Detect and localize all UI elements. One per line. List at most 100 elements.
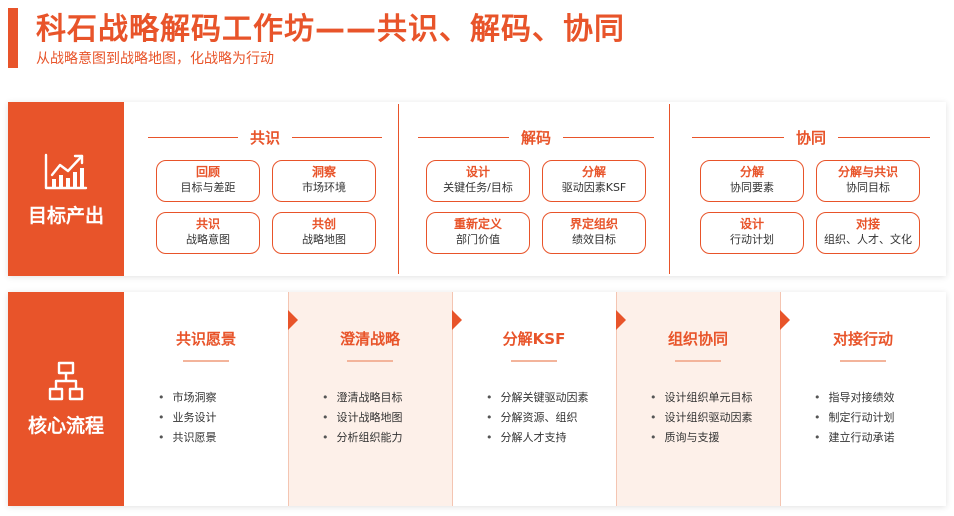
list-item: 澄清战略目标	[322, 388, 403, 408]
flow-step-list: 指导对接绩效 制定行动计划 建立行动承诺	[814, 388, 895, 448]
goal-box-sub: 绩效目标	[572, 233, 616, 246]
flow-step-list: 分解关键驱动因素 分解资源、组织 分解人才支持	[486, 388, 589, 448]
goal-box: 共识战略意图	[156, 212, 260, 254]
flow-step-underline	[675, 360, 721, 362]
goal-box-sub: 关键任务/目标	[443, 181, 513, 194]
column-heading-text: 解码	[521, 128, 552, 147]
goal-box-title: 共创	[311, 217, 336, 231]
flow-arrow-icon	[452, 310, 462, 330]
flow-step-2: 澄清战略 澄清战略目标 设计战略地图 分析组织能力	[288, 292, 452, 506]
goals-side-label: 目标产出	[27, 204, 104, 227]
goal-box: 分解驱动因素KSF	[542, 160, 646, 202]
goal-box: 对接组织、人才、文化	[816, 212, 920, 254]
heading-line	[148, 136, 238, 138]
list-item: 共识愿景	[158, 428, 217, 448]
goal-column-synergy: 协同 分解协同要素 分解与共识协同目标 设计行动计划 对接组织、人才、文化	[680, 102, 942, 276]
column-heading: 协同	[692, 128, 931, 147]
flow-separator	[616, 292, 617, 506]
goal-box-title: 对接	[855, 217, 880, 231]
heading-line	[838, 136, 931, 138]
goal-box: 洞察市场环境	[272, 160, 376, 202]
flow-side-panel: 核心流程	[8, 292, 124, 506]
goal-box-sub: 行动计划	[730, 233, 774, 246]
flow-side-label: 核心流程	[27, 414, 104, 437]
heading-line	[692, 136, 784, 138]
heading-line	[292, 136, 383, 138]
list-item: 质询与支援	[650, 428, 753, 448]
column-divider	[398, 104, 399, 274]
title-accent-bar	[8, 8, 18, 68]
list-item: 分析组织能力	[322, 428, 403, 448]
flow-arrow-icon	[780, 310, 790, 330]
list-item: 分解资源、组织	[486, 408, 589, 428]
column-divider	[669, 104, 670, 274]
goal-box-sub: 协同目标	[846, 181, 890, 194]
flow-step-underline	[183, 360, 229, 362]
goal-column-decoding: 解码 设计关键任务/目标 分解驱动因素KSF 重新定义部门价值 界定组织绩效目标	[406, 102, 666, 276]
goal-box: 回顾目标与差距	[156, 160, 260, 202]
hierarchy-flow-icon	[48, 361, 84, 400]
flow-step-4: 组织协同 设计组织单元目标 设计组织驱动因素 质询与支援	[616, 292, 780, 506]
flow-step-title: 澄清战略	[339, 330, 400, 348]
flow-step-underline	[840, 360, 886, 362]
column-heading: 解码	[418, 128, 655, 147]
column-heading: 共识	[148, 128, 383, 147]
list-item: 制定行动计划	[814, 408, 895, 428]
list-item: 业务设计	[158, 408, 217, 428]
goal-column-consensus: 共识 回顾目标与差距 洞察市场环境 共识战略意图 共创战略地图	[136, 102, 394, 276]
column-heading-text: 协同	[796, 128, 827, 147]
flow-step-3: 分解KSF 分解关键驱动因素 分解资源、组织 分解人才支持	[452, 292, 616, 506]
goal-box-title: 分解	[739, 165, 764, 179]
flow-separator	[452, 292, 453, 506]
goals-side-panel: 目标产出	[8, 102, 124, 276]
list-item: 市场洞察	[158, 388, 217, 408]
flow-step-title: 分解KSF	[502, 330, 566, 348]
list-item: 指导对接绩效	[814, 388, 895, 408]
page-subtitle: 从战略意图到战略地图，化战略为行动	[36, 51, 274, 67]
goal-box: 界定组织绩效目标	[542, 212, 646, 254]
flow-step-underline	[511, 360, 557, 362]
column-heading-text: 共识	[250, 128, 281, 147]
goal-box-sub: 目标与差距	[180, 181, 236, 194]
flow-step-title: 对接行动	[832, 330, 893, 348]
list-item: 设计战略地图	[322, 408, 403, 428]
goal-box: 设计行动计划	[700, 212, 804, 254]
goal-box: 重新定义部门价值	[426, 212, 530, 254]
flow-arrow-icon	[616, 310, 626, 330]
goal-box-title: 分解与共识	[837, 165, 898, 179]
flow-step-5: 对接行动 指导对接绩效 制定行动计划 建立行动承诺	[780, 292, 946, 506]
flow-step-underline	[347, 360, 393, 362]
flow-step-title: 共识愿景	[175, 330, 236, 348]
goal-box: 分解协同要素	[700, 160, 804, 202]
goal-box-sub: 部门价值	[456, 233, 500, 246]
heading-line	[563, 136, 655, 138]
flow-step-list: 市场洞察 业务设计 共识愿景	[158, 388, 217, 448]
flow-section: 核心流程 共识愿景 市场洞察 业务设计 共识愿景 澄清战略 澄清战略目标 设计战…	[8, 292, 946, 506]
flow-separator	[288, 292, 289, 506]
flow-step-list: 澄清战略目标 设计战略地图 分析组织能力	[322, 388, 403, 448]
goal-box: 分解与共识协同目标	[816, 160, 920, 202]
flow-arrow-icon	[288, 310, 298, 330]
goal-box-sub: 组织、人才、文化	[824, 233, 912, 246]
goal-box-sub: 驱动因素KSF	[561, 181, 627, 194]
goal-box-title: 回顾	[195, 165, 220, 179]
goals-section: 目标产出 共识 回顾目标与差距 洞察市场环境 共识战略意图 共创战略地图 解码 …	[8, 102, 946, 276]
list-item: 设计组织单元目标	[650, 388, 753, 408]
list-item: 建立行动承诺	[814, 428, 895, 448]
list-item: 分解关键驱动因素	[486, 388, 589, 408]
flow-step-title: 组织协同	[667, 330, 728, 348]
flow-step-list: 设计组织单元目标 设计组织驱动因素 质询与支援	[650, 388, 753, 448]
goal-box-title: 界定组织	[569, 217, 618, 231]
goal-box-title: 洞察	[311, 165, 336, 179]
page-title: 科石战略解码工作坊——共识、解码、协同	[36, 12, 625, 47]
goal-box-title: 设计	[739, 217, 764, 231]
page-header: 科石战略解码工作坊——共识、解码、协同 从战略意图到战略地图，化战略为行动	[0, 0, 954, 80]
goal-box-sub: 战略地图	[302, 233, 346, 246]
flow-step-1: 共识愿景 市场洞察 业务设计 共识愿景	[124, 292, 288, 506]
bar-chart-growth-icon	[44, 153, 88, 189]
goal-box-title: 共识	[195, 217, 220, 231]
goal-box-title: 分解	[581, 165, 606, 179]
flow-separator	[780, 292, 781, 506]
goal-box-title: 设计	[465, 165, 490, 179]
list-item: 设计组织驱动因素	[650, 408, 753, 428]
